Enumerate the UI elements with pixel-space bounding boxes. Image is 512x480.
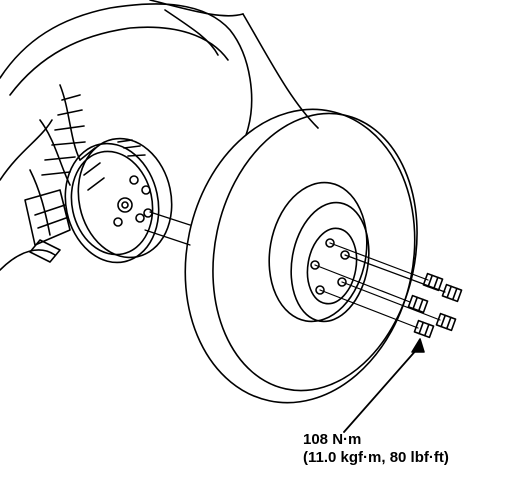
torque-callout: 108 N·m (11.0 kgf·m, 80 lbf·ft) <box>303 431 449 467</box>
lug-nut <box>441 283 463 303</box>
lug-nuts <box>407 272 463 339</box>
lug-nut <box>435 312 457 332</box>
wheel-lug-holes <box>310 238 350 295</box>
lug-nut <box>422 272 444 292</box>
brake-drum <box>64 137 173 264</box>
torque-value-nm: 108 N·m <box>303 431 362 448</box>
torque-callout-arrow <box>343 338 425 433</box>
fender-outline <box>0 0 319 271</box>
suspension-detail <box>24 84 86 263</box>
lug-nut <box>413 319 435 339</box>
tire <box>184 108 418 404</box>
lug-nut <box>407 294 429 314</box>
alignment-lines <box>144 211 191 246</box>
torque-value-alt-units: (11.0 kgf·m, 80 lbf·ft) <box>303 449 449 466</box>
